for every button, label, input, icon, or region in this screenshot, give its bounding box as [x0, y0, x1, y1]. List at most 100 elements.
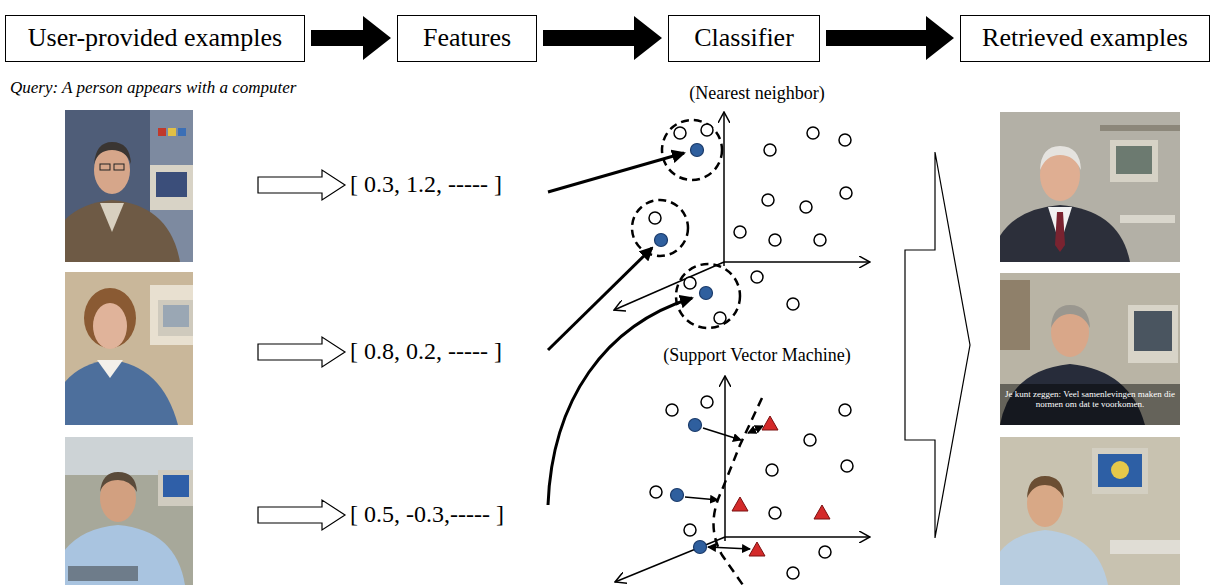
- query-point: [691, 144, 704, 157]
- data-point: [804, 434, 816, 446]
- data-point: [814, 234, 826, 246]
- negative-point: [814, 505, 830, 519]
- classifier-name: (Support Vector Machine): [660, 345, 854, 366]
- data-point: [769, 507, 781, 519]
- window: [150, 285, 193, 345]
- data-point: [701, 124, 713, 136]
- collar: [97, 360, 123, 378]
- monitor-screen: [1116, 146, 1152, 174]
- axis: [724, 376, 726, 541]
- neighborhood: [676, 264, 740, 328]
- margin-arrow: [708, 547, 750, 549]
- person-hair: [100, 472, 137, 492]
- retrieved-photo: [1000, 112, 1180, 262]
- person-hair: [1040, 146, 1081, 170]
- query-text: Query: A person appears with a computer: [10, 78, 296, 98]
- shelf: [1100, 125, 1180, 131]
- data-point: [684, 277, 696, 289]
- subtitle-band: [1000, 384, 1180, 425]
- data-point: [787, 567, 799, 579]
- retrieved-photo: [1000, 437, 1180, 585]
- query-point: [694, 541, 707, 554]
- negative-point: [749, 542, 765, 556]
- keyboard: [1110, 540, 1180, 554]
- feature-vector: [ 0.8, 0.2, ----- ]: [350, 338, 502, 366]
- data-point: [766, 464, 778, 476]
- window: [65, 437, 193, 475]
- feature-vector: [ 0.3, 1.2, ----- ]: [350, 171, 502, 199]
- nn-plot: [614, 112, 870, 328]
- wall-square: [158, 128, 166, 136]
- data-point: [701, 396, 713, 408]
- video-subtitle: Je kunt zeggen: Veel samenlevingen maken…: [1004, 389, 1176, 410]
- data-point: [762, 194, 774, 206]
- data-point: [674, 127, 686, 139]
- result-arrow: [905, 152, 970, 538]
- feature-arrow: [548, 248, 652, 350]
- glasses: [100, 164, 110, 170]
- example-photo: [65, 437, 193, 585]
- stage-box: Features: [397, 15, 537, 62]
- screen-globe: [1111, 461, 1129, 479]
- monitor: [1110, 140, 1158, 182]
- stage-box: User-provided examples: [5, 15, 305, 62]
- example-photo: [65, 110, 193, 262]
- monitor: [158, 300, 193, 336]
- person-hair: [1027, 476, 1064, 498]
- query-point: [689, 419, 702, 432]
- monitor: [1128, 305, 1178, 363]
- monitor-screen: [156, 172, 187, 197]
- margin-arrow: [685, 497, 718, 500]
- box-label: Features: [423, 23, 511, 53]
- stage-box: Classifier: [668, 15, 820, 62]
- data-point: [840, 187, 852, 199]
- negative-point: [732, 497, 748, 511]
- negative-point: [762, 416, 778, 430]
- example-photo: [65, 272, 193, 425]
- glasses: [114, 164, 124, 170]
- data-point: [839, 404, 851, 416]
- data-point: [734, 226, 746, 238]
- data-point: [769, 234, 781, 246]
- query-point: [700, 287, 713, 300]
- person-body: [65, 200, 180, 262]
- monitor-screen: [1134, 311, 1172, 351]
- person-hair: [1051, 305, 1090, 328]
- person-body: [65, 525, 185, 585]
- decision-boundary: [714, 398, 763, 588]
- monitor-screen: [1098, 454, 1142, 487]
- data-point: [839, 134, 851, 146]
- data-point: [841, 460, 853, 472]
- person-body: [1000, 530, 1108, 585]
- query-point: [671, 489, 684, 502]
- stage-box: Retrieved examples: [960, 15, 1210, 62]
- feature-vector: [ 0.5, -0.3,----- ]: [350, 501, 504, 529]
- monitor: [158, 470, 193, 506]
- person-body: [1000, 205, 1130, 262]
- photo-ground: [1000, 273, 1180, 425]
- flow-arrow: [311, 16, 391, 60]
- margin-arrow: [748, 426, 763, 433]
- axis: [724, 261, 870, 263]
- data-point: [684, 524, 696, 536]
- keyboard: [1120, 215, 1175, 223]
- negative-points: [732, 416, 830, 556]
- monitor-screen: [163, 475, 189, 497]
- data-point: [751, 271, 763, 283]
- monitor: [150, 165, 193, 210]
- data-points: [650, 396, 853, 579]
- retrieved-photo: [1000, 273, 1180, 425]
- data-point: [666, 404, 678, 416]
- flow-arrow: [543, 16, 662, 60]
- box-label: User-provided examples: [28, 23, 282, 53]
- bookshelf: [1000, 280, 1030, 350]
- person-body: [65, 360, 178, 425]
- data-point: [714, 312, 726, 324]
- data-point: [819, 546, 831, 558]
- flow-arrow: [826, 16, 954, 60]
- shirt: [100, 203, 124, 232]
- person-hair: [84, 288, 136, 348]
- wall-square: [168, 128, 176, 136]
- svm-plot: [615, 376, 870, 588]
